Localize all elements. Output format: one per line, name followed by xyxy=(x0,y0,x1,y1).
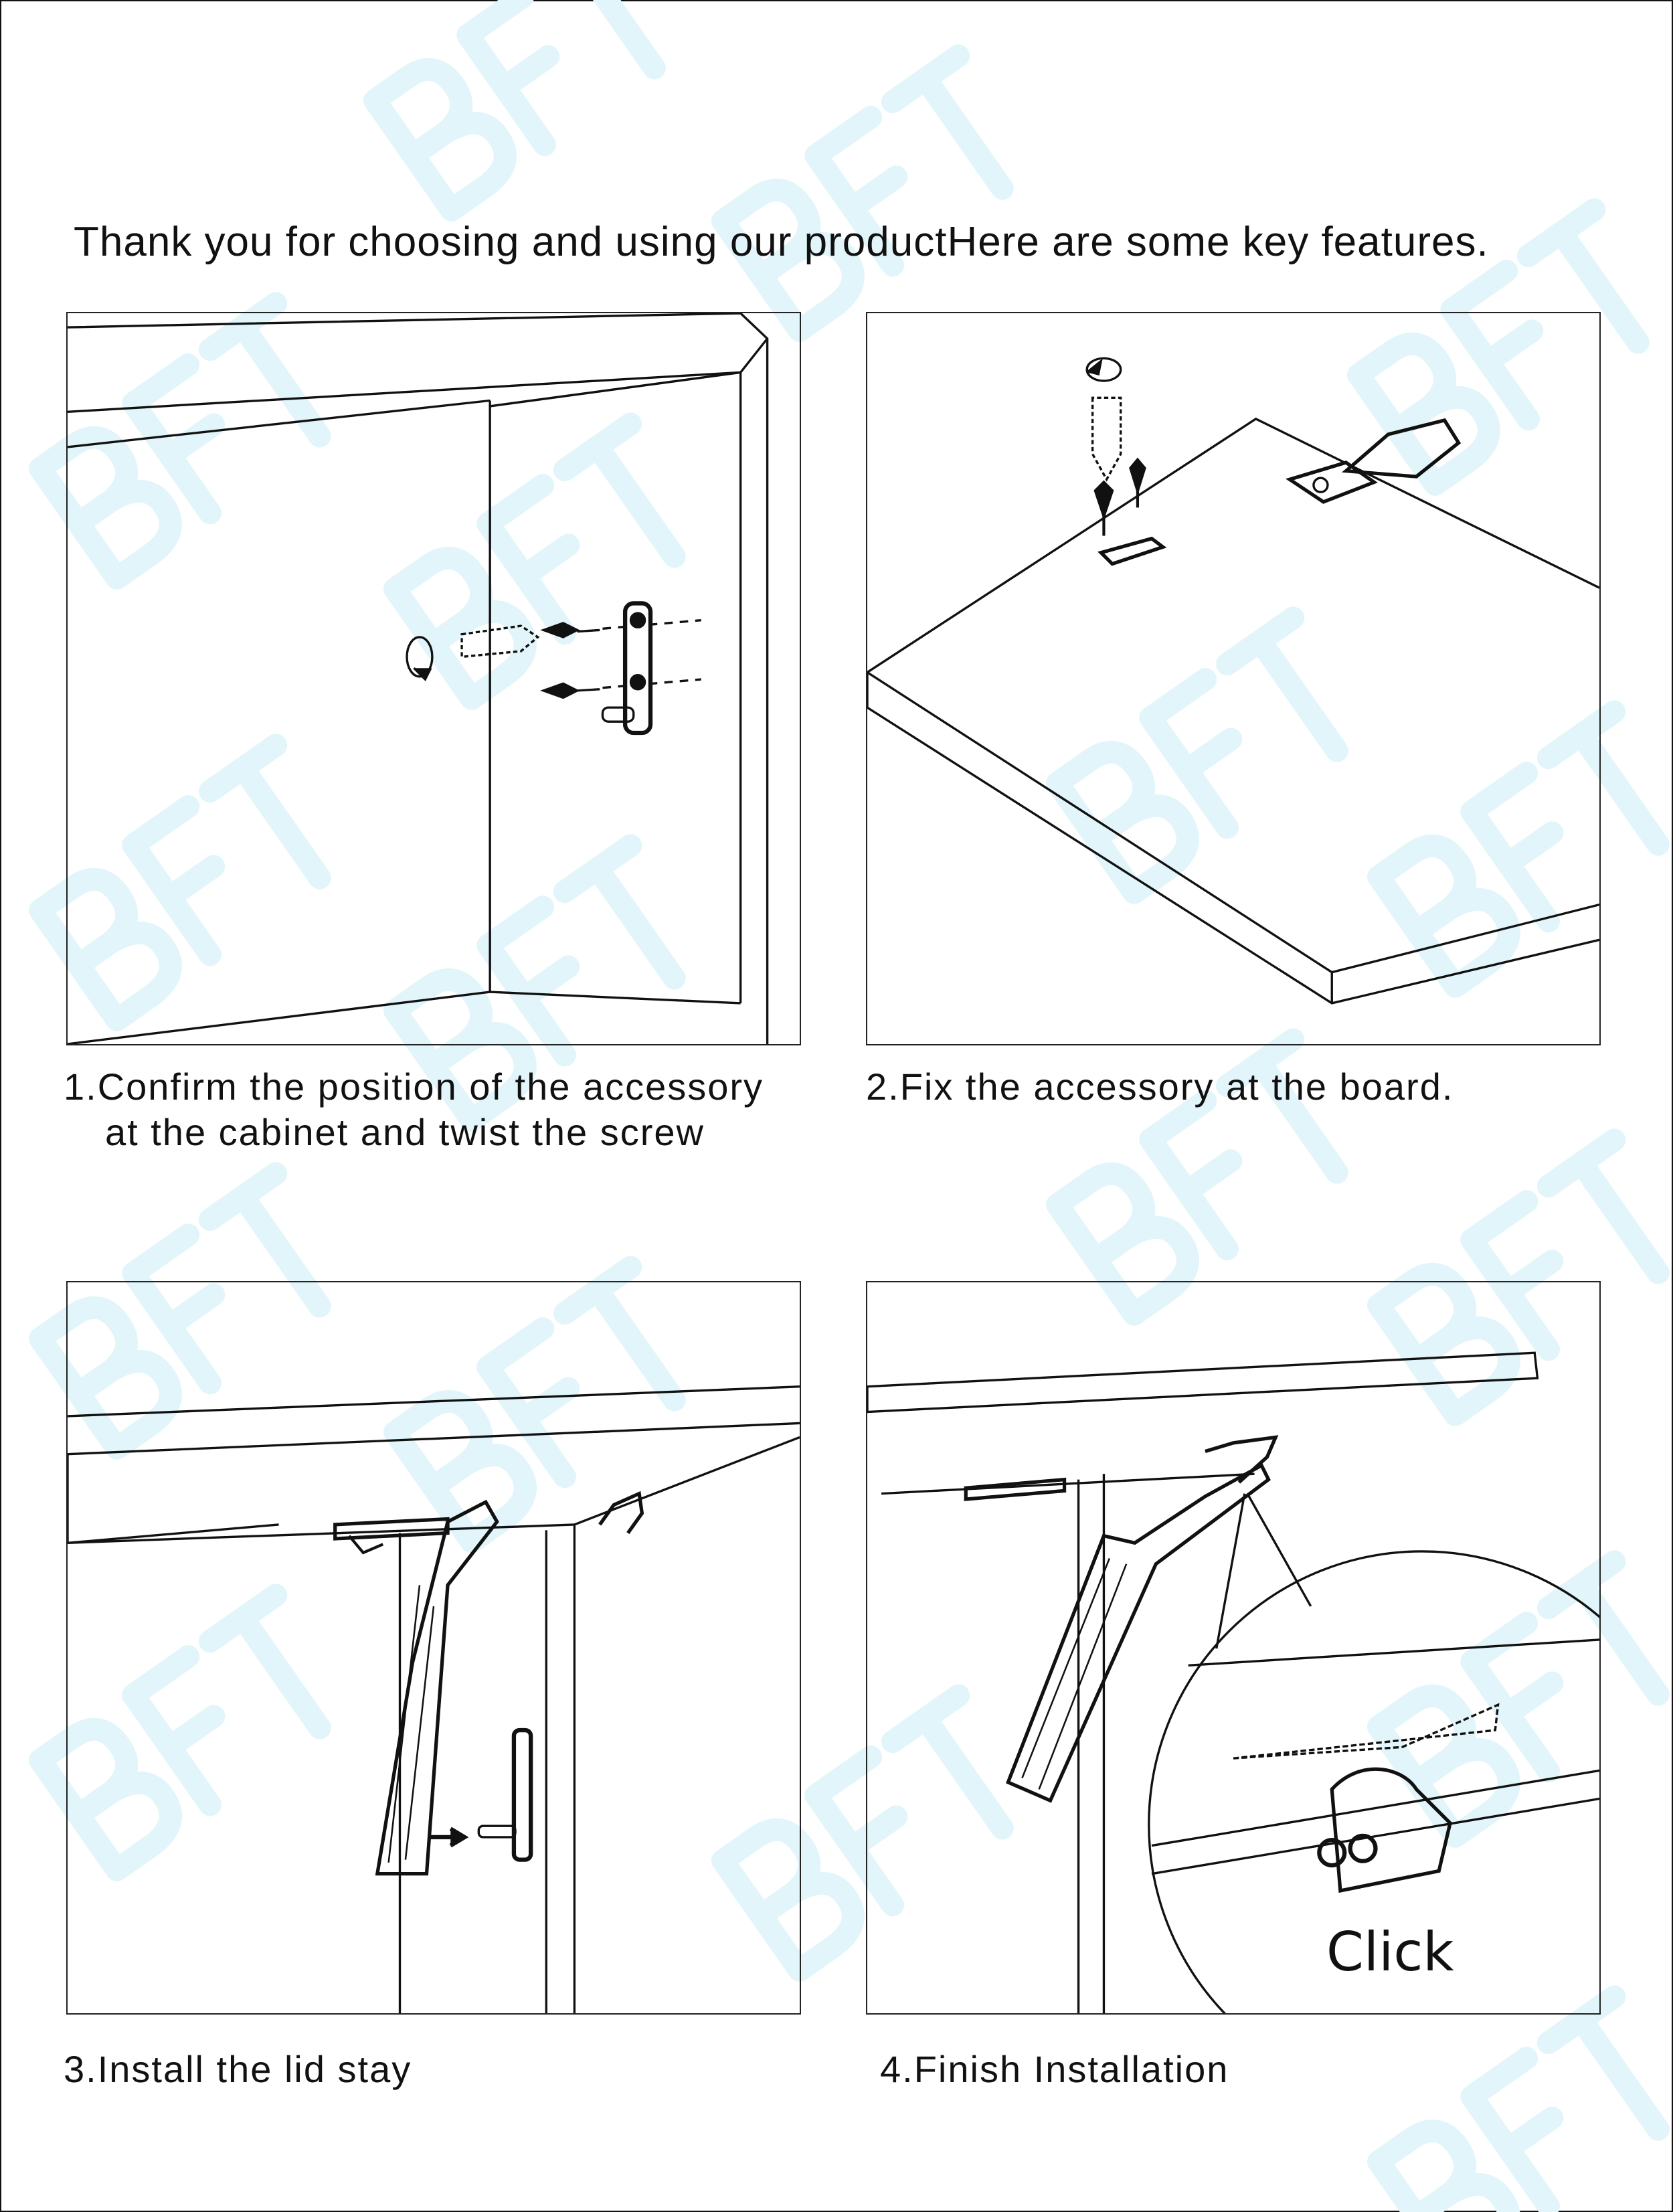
step-4-caption: 4.Finish Installation xyxy=(880,2048,1229,2090)
step-2-illustration xyxy=(866,312,1601,1045)
step-2-caption: 2.Fix the accessory at the board. xyxy=(866,1066,1454,1108)
step-4-illustration: Click xyxy=(866,1281,1601,2015)
click-callout-label: Click xyxy=(1326,1921,1454,1983)
step-3-illustration xyxy=(66,1281,801,2015)
step-3-caption: 3.Install the lid stay xyxy=(64,2048,412,2090)
step-1-caption-line2: at the cabinet and twist the screw xyxy=(105,1111,705,1153)
step-1-caption: 1.Confirm the position of the accessory … xyxy=(64,1064,764,1155)
step-1-illustration xyxy=(66,312,801,1045)
page-heading: Thank you for choosing and using our pro… xyxy=(74,219,1489,265)
step-1-caption-line1: 1.Confirm the position of the accessory xyxy=(64,1066,764,1108)
